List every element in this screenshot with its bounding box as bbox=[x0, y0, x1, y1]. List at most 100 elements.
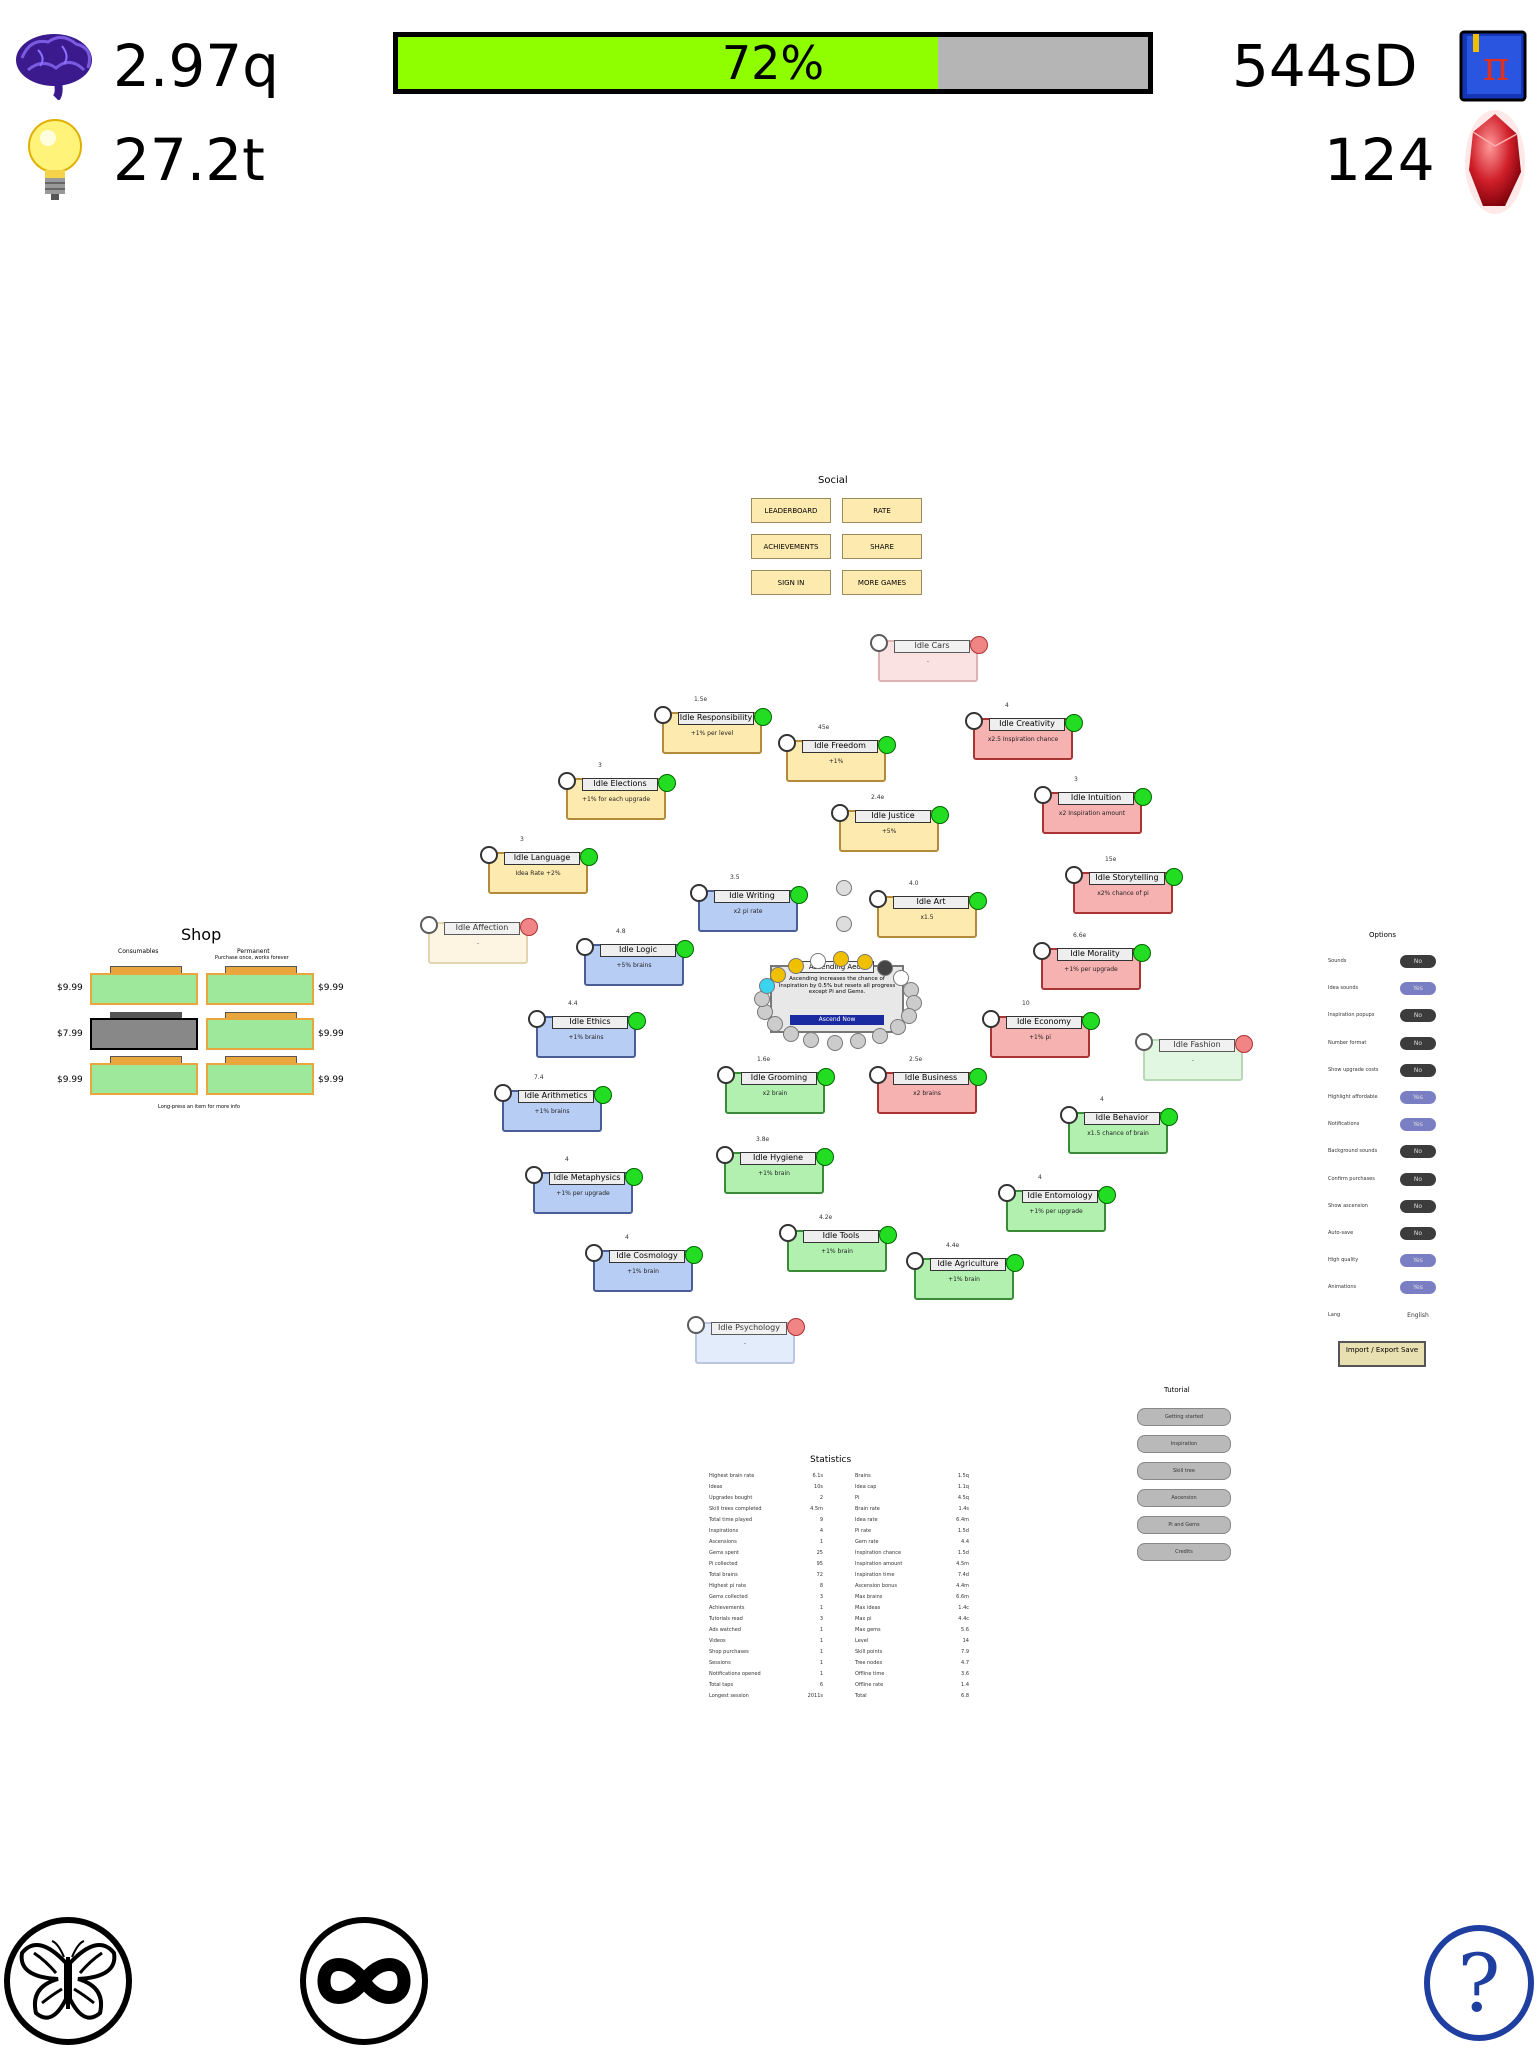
shop-item-consumable-1[interactable] bbox=[90, 973, 198, 1005]
ring-dot[interactable] bbox=[893, 969, 910, 986]
option-toggle[interactable]: No bbox=[1400, 1227, 1436, 1240]
option-toggle[interactable]: Yes bbox=[1400, 982, 1436, 996]
ring-dot[interactable] bbox=[872, 1027, 889, 1044]
ring-dot[interactable] bbox=[836, 880, 852, 896]
option-toggle[interactable]: English bbox=[1407, 1311, 1429, 1319]
ring-dot[interactable] bbox=[809, 952, 826, 969]
ascend-button[interactable]: Ascend Now bbox=[790, 1015, 884, 1025]
option-toggle[interactable]: Yes bbox=[1400, 1281, 1436, 1295]
tutorial-button[interactable]: Inspiration bbox=[1137, 1435, 1231, 1453]
share-button[interactable]: SHARE bbox=[842, 534, 922, 559]
ring-dot[interactable] bbox=[766, 1016, 783, 1033]
node-desc: +1% brain bbox=[821, 1248, 853, 1255]
more-games-button[interactable]: MORE GAMES bbox=[842, 570, 922, 595]
option-label: Sounds bbox=[1328, 958, 1347, 964]
ring-dot[interactable] bbox=[758, 978, 775, 995]
node-title: Idle Behavior bbox=[1084, 1112, 1160, 1125]
node-symbol-icon bbox=[494, 1084, 512, 1102]
ring-dot[interactable] bbox=[901, 1007, 918, 1024]
node-cost: 4.4e bbox=[946, 1242, 960, 1249]
lightbulb-icon bbox=[26, 114, 84, 206]
gem-icon[interactable] bbox=[1465, 110, 1525, 214]
achievements-button[interactable]: ACHIEVEMENTS bbox=[751, 534, 831, 559]
option-label: Number format bbox=[1328, 1039, 1367, 1046]
node-title: Idle Business bbox=[893, 1072, 969, 1085]
stat-label: Inspiration chance bbox=[855, 1550, 902, 1556]
option-toggle[interactable]: No bbox=[1400, 1199, 1436, 1213]
option-toggle[interactable]: Yes bbox=[1400, 1091, 1436, 1104]
sign-in-button[interactable]: SIGN IN bbox=[751, 570, 831, 595]
option-label: Notifications bbox=[1328, 1121, 1360, 1128]
skill-node[interactable]: Idle Fashion- bbox=[1135, 1033, 1253, 1081]
tutorial-button[interactable]: Skill tree bbox=[1137, 1462, 1231, 1480]
tutorial-button[interactable]: Credits bbox=[1137, 1543, 1231, 1561]
shop-item-consumable-2[interactable] bbox=[90, 1018, 198, 1050]
rate-button[interactable]: RATE bbox=[842, 498, 922, 523]
infinity-button[interactable] bbox=[300, 1917, 428, 2045]
ring-dot[interactable] bbox=[850, 1033, 867, 1050]
skill-node[interactable]: Idle Affection- bbox=[420, 916, 538, 964]
ring-dot[interactable] bbox=[826, 1034, 843, 1051]
option-toggle[interactable]: No bbox=[1400, 1172, 1436, 1186]
ring-dot[interactable] bbox=[787, 958, 804, 975]
option-toggle[interactable]: Yes bbox=[1400, 1254, 1436, 1268]
tutorial-button[interactable]: Pi and Gems bbox=[1137, 1516, 1231, 1534]
tutorial-button[interactable]: Getting started bbox=[1137, 1408, 1231, 1426]
shop-item-permanent-2[interactable] bbox=[206, 1018, 314, 1050]
brain-icon bbox=[12, 28, 96, 101]
ring-dot[interactable] bbox=[803, 1032, 820, 1049]
check-icon bbox=[754, 708, 772, 726]
ring-dot[interactable] bbox=[856, 953, 873, 970]
butterfly-button[interactable] bbox=[4, 1917, 132, 2045]
shop-item-permanent-3[interactable] bbox=[206, 1063, 314, 1095]
ring-dot[interactable] bbox=[770, 967, 787, 984]
ring-dot[interactable] bbox=[833, 951, 850, 968]
node-cost: 4.8 bbox=[616, 928, 626, 935]
skill-node[interactable]: Idle Cars- bbox=[870, 634, 988, 682]
shop-item-consumable-3[interactable] bbox=[90, 1063, 198, 1095]
option-toggle[interactable]: Yes bbox=[1400, 1118, 1436, 1132]
skill-node[interactable]: Idle Psychology- bbox=[687, 1316, 805, 1364]
import-export-button[interactable]: Import / Export Save bbox=[1338, 1341, 1426, 1367]
ring-dot[interactable] bbox=[836, 916, 852, 932]
tutorial-button[interactable]: Ascension bbox=[1137, 1489, 1231, 1507]
node-title: Idle Elections bbox=[582, 778, 658, 791]
leaderboard-button[interactable]: LEADERBOARD bbox=[751, 498, 831, 523]
option-toggle[interactable]: No bbox=[1400, 1145, 1436, 1159]
ring-dot[interactable] bbox=[782, 1025, 799, 1042]
shop-item-permanent-1[interactable] bbox=[206, 973, 314, 1005]
pi-book-icon[interactable]: π bbox=[1459, 30, 1529, 102]
option-toggle[interactable]: No bbox=[1400, 1036, 1436, 1050]
option-toggle[interactable]: No bbox=[1400, 1009, 1436, 1023]
ring-dot[interactable] bbox=[889, 1018, 906, 1035]
option-toggle[interactable]: No bbox=[1400, 1063, 1436, 1077]
ring-dot[interactable] bbox=[877, 960, 894, 977]
option-toggle[interactable]: No bbox=[1400, 955, 1436, 968]
help-button[interactable]: ? bbox=[1424, 1925, 1534, 2041]
